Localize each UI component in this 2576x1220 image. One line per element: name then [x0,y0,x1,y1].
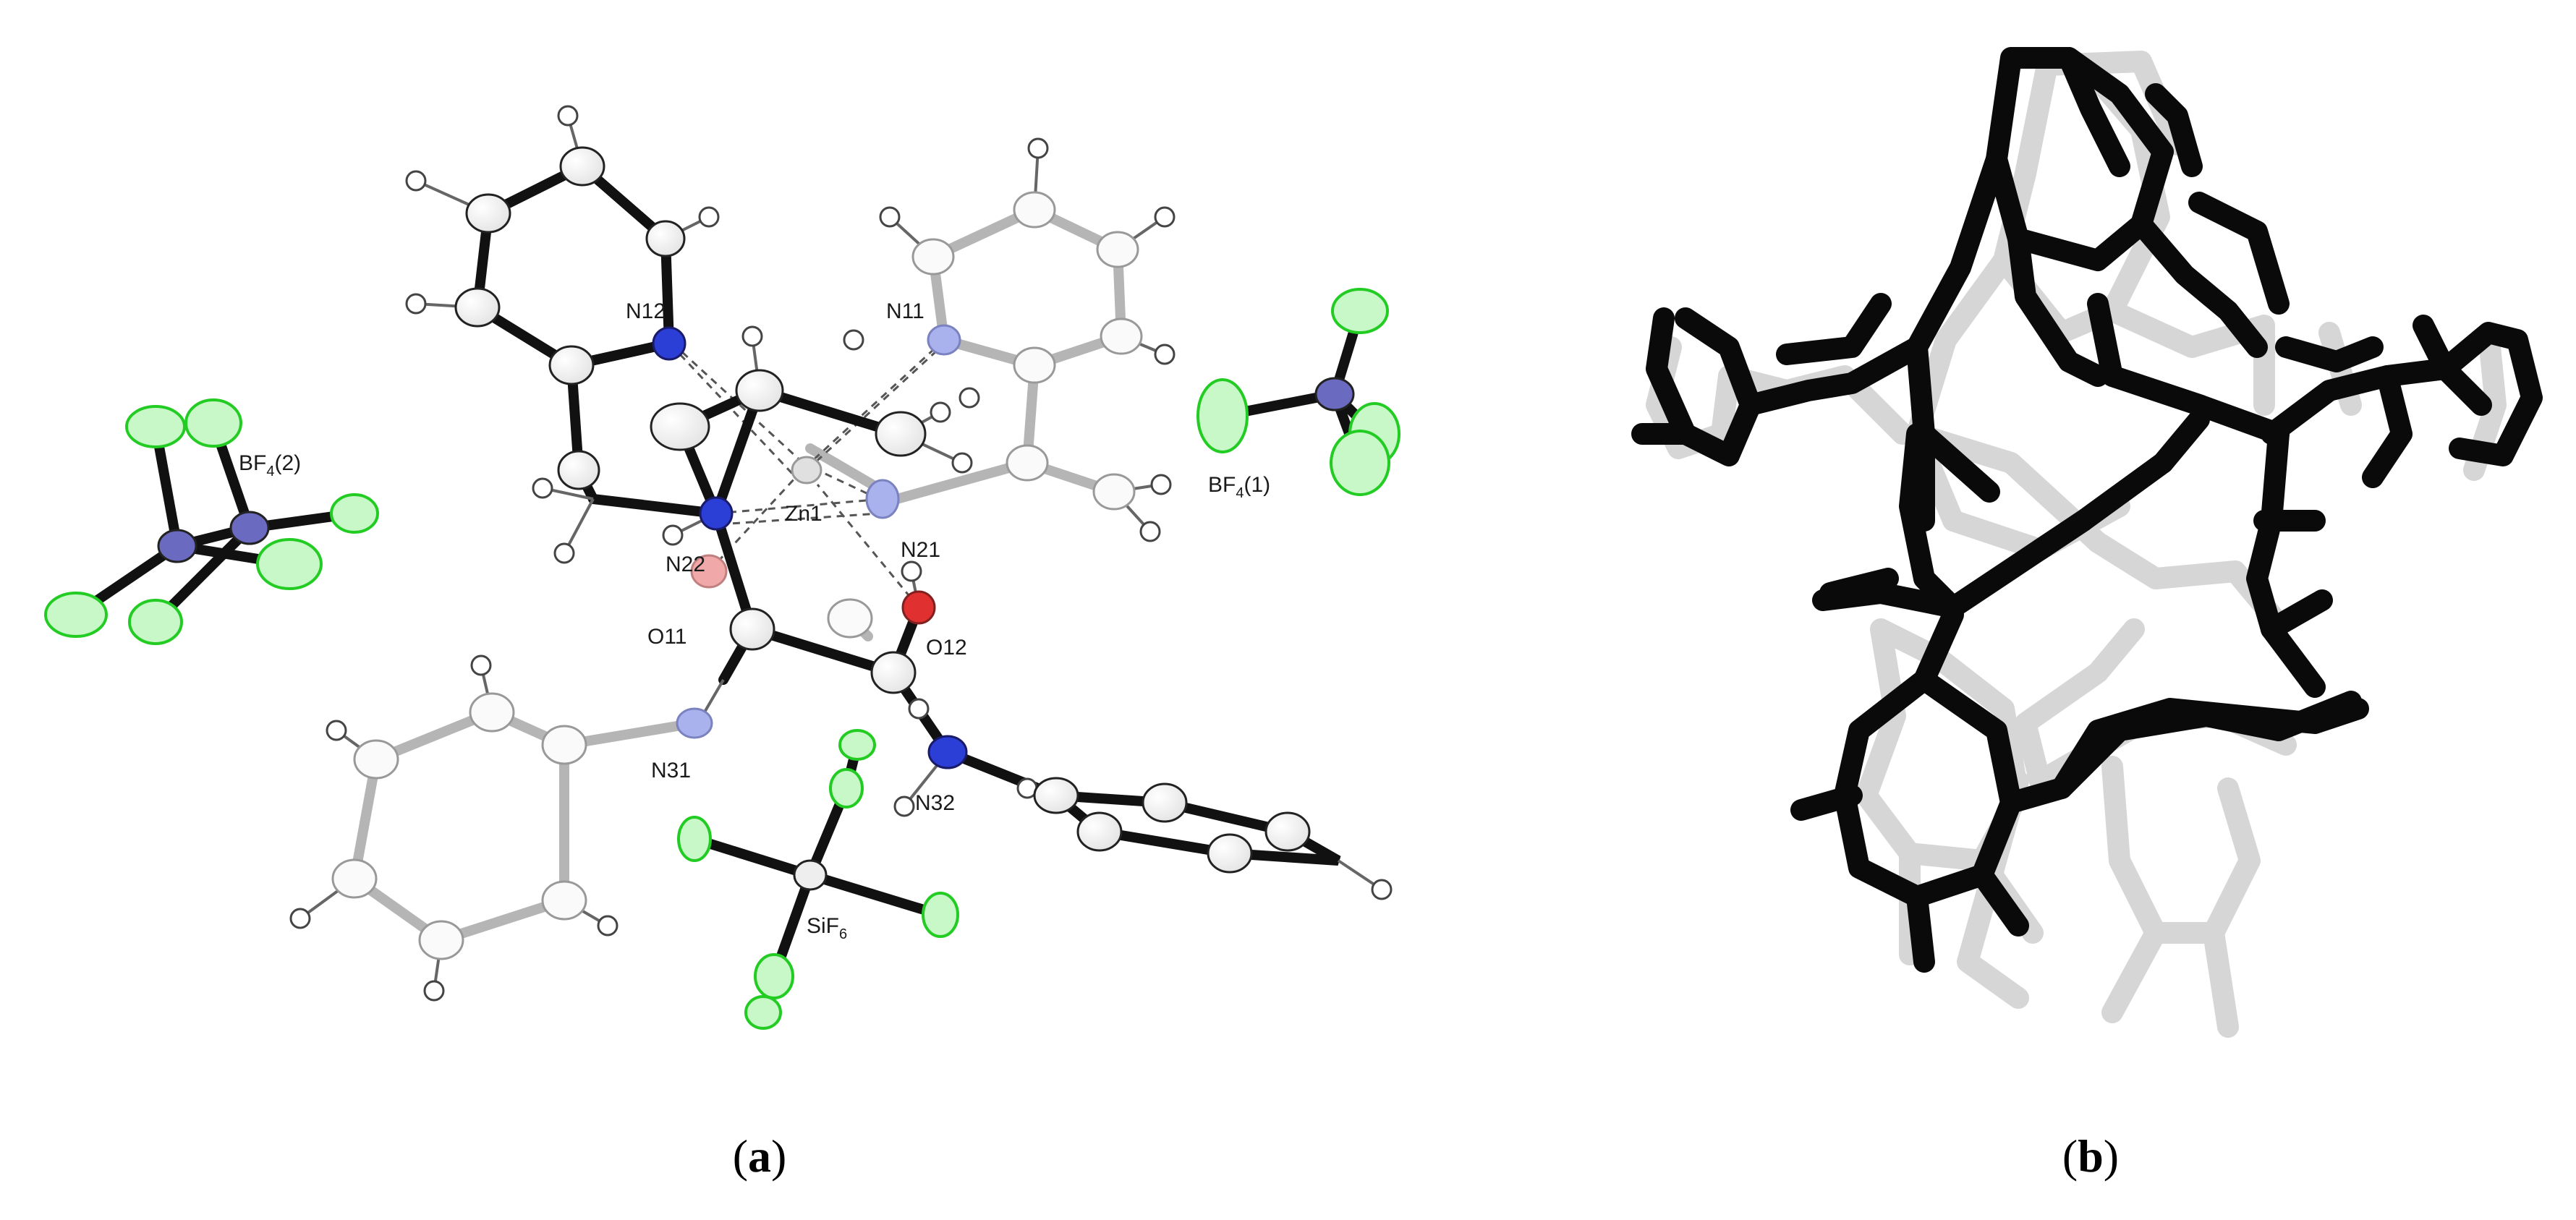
ion-label-sif6-sub: 6 [839,926,847,942]
zinc-atom [791,456,822,485]
panel-b-caption: (b) [2062,1130,2119,1182]
panel-a-caption: (a) [733,1130,787,1182]
panel-b-dark-structure [1631,47,2543,973]
ion-label-bf4-2-main: BF [239,451,266,475]
atom-label-o12: O12 [926,636,967,660]
ion-label-bf4-1-suffix: (1) [1244,473,1270,497]
panel-b-caption-letter: b [2078,1130,2104,1182]
atom-label-n11: N11 [886,299,924,323]
panel-a-coordination-bonds [671,338,945,608]
panel-b-caption-open: ( [2062,1130,2078,1182]
panel-a-oxygen-atoms [690,554,936,625]
panel-a-nitrogen-atoms [652,324,968,769]
panel-a-caption-letter: a [748,1130,771,1182]
panel-a-atom-labels: N12 N11 Zn1 N22 N21 O11 O12 N31 N32 [626,299,967,815]
atom-label-zn1: Zn1 [785,502,822,526]
panel-a: N12 N11 Zn1 N22 N21 O11 O12 N31 N32 BF4(… [44,105,1400,1182]
ion-label-bf4-1-sub: 4 [1236,485,1244,501]
ion-label-bf4-2: BF4(2) [239,451,301,479]
ion-label-bf4-2-sub: 4 [266,464,274,479]
panel-b: (b) [1631,47,2543,1182]
panel-a-caption-open: ( [733,1130,748,1182]
panel-a-dark-bonds [71,160,1380,1018]
panel-b-caption-close: ) [2104,1130,2119,1182]
atom-label-o11: O11 [647,625,686,649]
ion-label-bf4-1-main: BF [1208,473,1236,497]
atom-label-n21: N21 [901,538,940,562]
atom-label-n22: N22 [666,553,705,576]
panel-a-ion-centers [157,377,1355,891]
panel-a-carbon-atoms [454,146,1311,874]
panel-a-caption-close: ) [771,1130,786,1182]
ion-label-sif6: SiF6 [807,914,847,942]
panel-b-light-structure [1646,51,2507,1038]
panel-a-carbon-atoms-light [331,191,1143,960]
ion-label-sif6-main: SiF [807,914,839,938]
atom-label-n31: N31 [651,759,691,782]
atom-label-n12: N12 [626,299,666,323]
atom-label-n32: N32 [915,791,955,815]
ion-label-bf4-2-suffix: (2) [274,451,301,475]
panel-a-fluorine-atoms [44,288,1400,1030]
ion-label-bf4-1: BF4(1) [1208,473,1270,501]
